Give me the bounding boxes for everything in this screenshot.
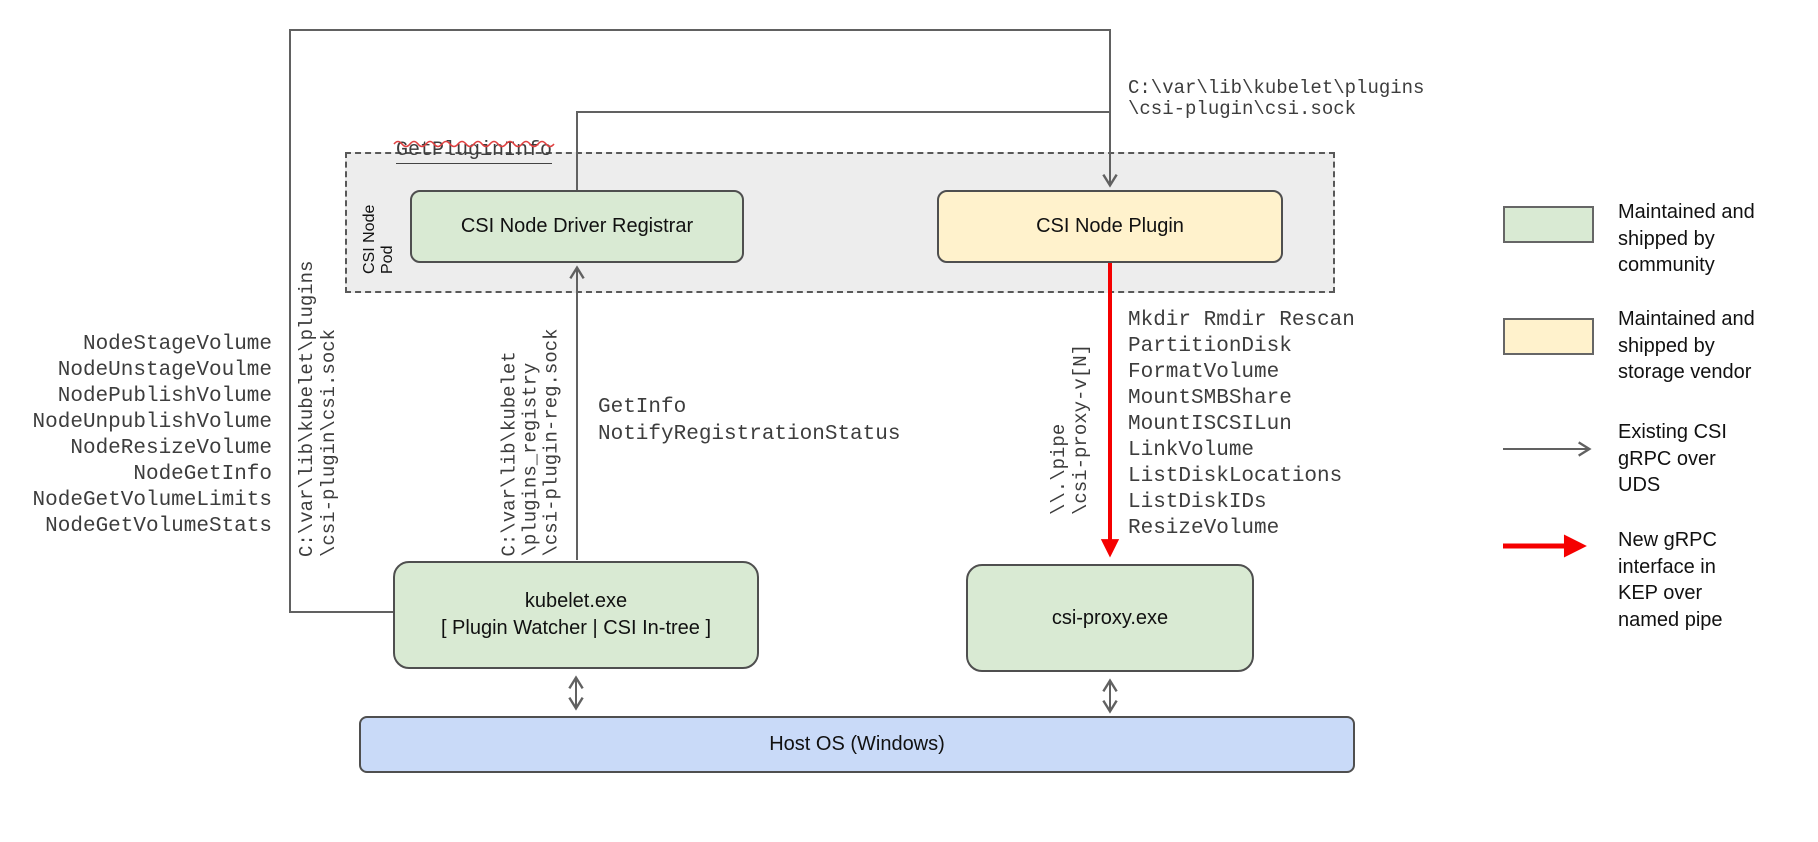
legend-existing-grpc-label: Existing CSI gRPC over UDS xyxy=(1618,421,1727,496)
plugin-socket-path-label: C:\var\lib\kubelet\plugins \csi-plugin\c… xyxy=(1128,77,1425,120)
host-os-box: Host OS (Windows) xyxy=(359,716,1355,773)
get-plugin-info-label: GetPluginInfo xyxy=(396,116,553,164)
registration-rpc-calls-list: GetInfo NotifyRegistrationStatus xyxy=(598,396,901,446)
csi-node-plugin-box: CSI Node Plugin xyxy=(937,190,1283,263)
legend-community-green-swatch xyxy=(1503,206,1594,243)
registration-socket-path-vertical-label: C:\var\lib\kubelet \plugins_registry \cs… xyxy=(498,328,563,557)
node-rpc-calls-list: NodeStageVolume NodeUnstageVoulme NodePu… xyxy=(32,333,272,538)
legend-community-label: Maintained and shipped by community xyxy=(1618,201,1755,276)
kubelet-socket-path-vertical-label: C:\var\lib\kubelet\plugins \csi-plugin\c… xyxy=(296,260,340,557)
kubelet-box: kubelet.exe [ Plugin Watcher | CSI In-tr… xyxy=(393,561,759,669)
csi-proxy-box: csi-proxy.exe xyxy=(966,564,1254,672)
csi-node-driver-registrar-box: CSI Node Driver Registrar xyxy=(410,190,744,263)
get-plugin-info-text: GetPluginInfo xyxy=(396,139,553,164)
legend-vendor-yellow-swatch xyxy=(1503,318,1594,355)
legend-new-grpc-label: New gRPC interface in KEP over named pip… xyxy=(1618,529,1723,631)
proxy-rpc-calls-list: Mkdir Rmdir Rescan PartitionDisk FormatV… xyxy=(1128,309,1355,540)
named-pipe-path-vertical-label: \\.\pipe \csi-proxy-v[N] xyxy=(1048,343,1092,515)
legend-vendor-label: Maintained and shipped by storage vendor xyxy=(1618,308,1755,383)
csi-node-pod-label: CSI Node Pod xyxy=(361,204,396,274)
